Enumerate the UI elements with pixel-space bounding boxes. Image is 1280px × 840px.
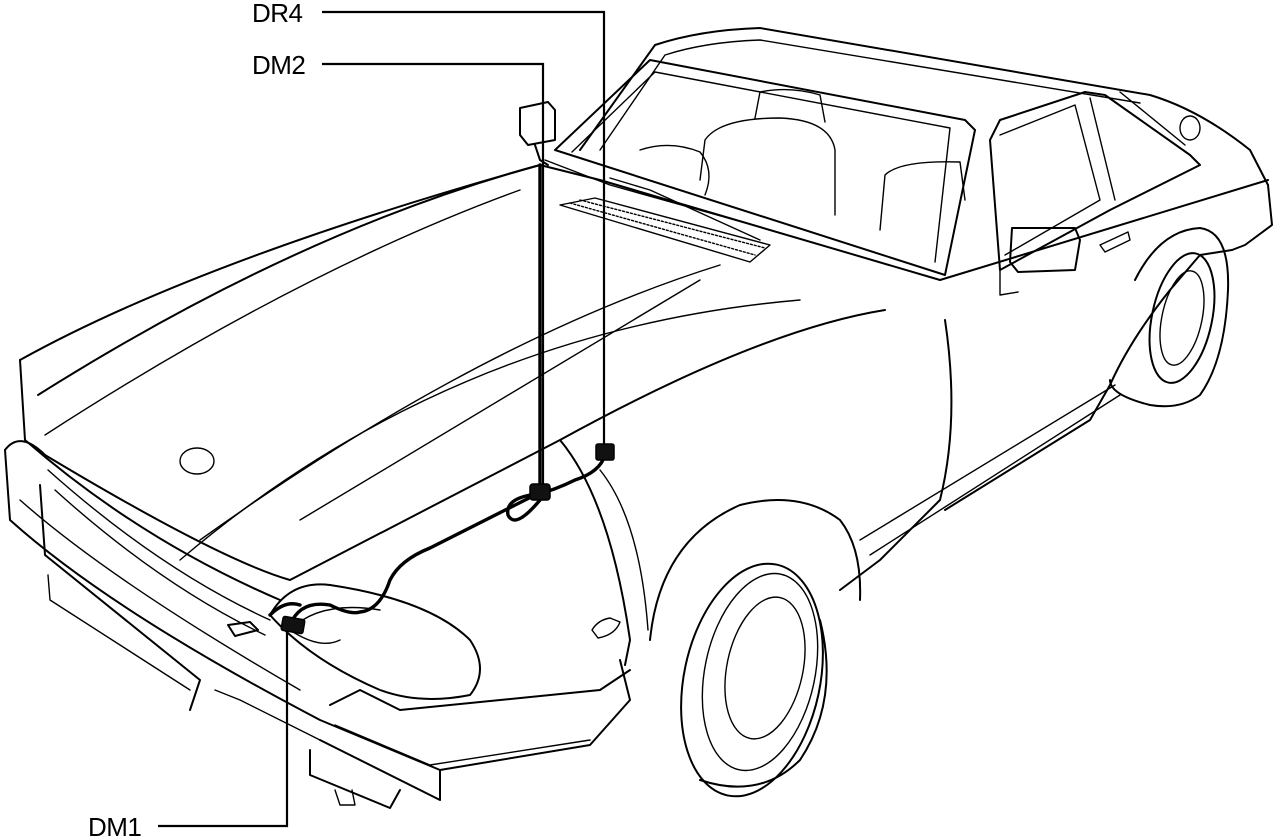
connectors (280, 443, 615, 635)
left-mirror (519, 101, 556, 166)
car-body (544, 27, 1273, 591)
front-wheel (649, 499, 862, 798)
callout-label-dr4: DR4 (252, 0, 303, 28)
leader-lines (158, 10, 606, 828)
front-bumper (4, 440, 631, 809)
connector-dm2 (529, 483, 551, 501)
connector-dr4 (595, 443, 615, 461)
callout-label-dm2: DM2 (252, 50, 305, 80)
leader-line-dr4 (322, 10, 606, 444)
callout-label-dm1: DM1 (88, 812, 141, 840)
wiring-harness (268, 163, 607, 644)
leader-line-dm2 (322, 62, 545, 484)
connector-dm1 (280, 615, 306, 635)
leader-line-dm1 (158, 632, 289, 828)
car-hood (19, 164, 941, 700)
